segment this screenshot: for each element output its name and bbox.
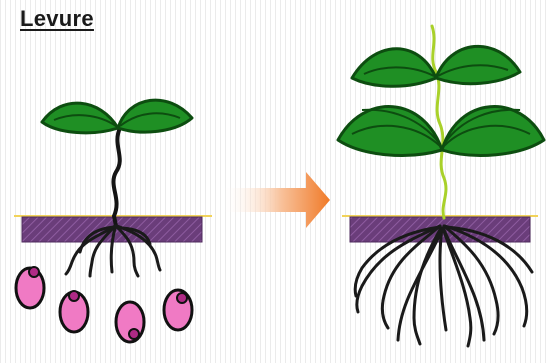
yeast-cell: [60, 291, 88, 332]
leaf-left-b: [118, 100, 192, 132]
stem-left: [113, 128, 120, 226]
plant-before: [14, 100, 212, 342]
yeast-cell: [116, 302, 144, 342]
leaf-pair-upper: [352, 46, 520, 86]
plant-after: [338, 26, 544, 346]
leaf-left-a: [42, 103, 118, 133]
yeast-cell: [16, 267, 44, 308]
transition-arrow: [222, 172, 330, 228]
yeast-cells: [16, 267, 192, 342]
yeast-cell: [164, 290, 192, 330]
leaf-pair-left: [42, 100, 192, 133]
leaf-lower-b: [442, 107, 544, 156]
stem-right: [432, 26, 446, 218]
roots-right: [355, 226, 532, 346]
